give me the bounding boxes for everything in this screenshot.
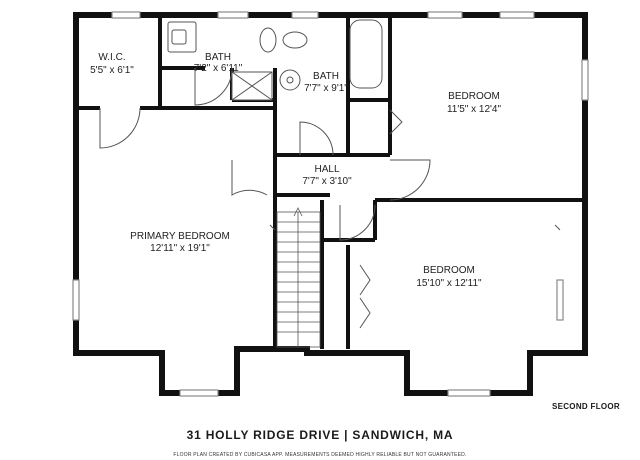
bath2-dims: 7'7" x 9'1" xyxy=(304,83,348,94)
wic-dims: 5'5" x 6'1" xyxy=(90,65,134,76)
bedroom-se-dims: 15'10" x 12'11" xyxy=(416,278,482,289)
bedroom-ne-dims: 11'5" x 12'4" xyxy=(447,104,502,115)
bedroom-ne-label: BEDROOM xyxy=(448,91,500,102)
bath1-dims: 7'2" x 6'11" xyxy=(194,63,243,74)
floor-plan: W.I.C. 5'5" x 6'1" BATH 7'2" x 6'11" BAT… xyxy=(72,11,589,397)
hall-label: HALL xyxy=(314,164,339,175)
primary-bedroom-dims: 12'11" x 19'1" xyxy=(150,243,210,254)
address-title: 31 HOLLY RIDGE DRIVE | SANDWICH, MA xyxy=(186,428,454,442)
stairs xyxy=(276,207,321,348)
disclaimer-text: FLOOR PLAN CREATED BY CUBICASA APP. MEAS… xyxy=(173,452,467,458)
wic-label: W.I.C. xyxy=(98,52,125,63)
hall-dims: 7'7" x 3'10" xyxy=(302,176,352,187)
bedroom-se-label: BEDROOM xyxy=(423,265,475,276)
windows xyxy=(72,11,589,397)
exterior-walls xyxy=(73,12,588,396)
fixtures xyxy=(167,19,383,101)
doors xyxy=(99,67,561,329)
floor-label: SECOND FLOOR xyxy=(551,402,620,411)
bath2-label: BATH xyxy=(313,71,339,82)
primary-bedroom-label: PRIMARY BEDROOM xyxy=(130,231,230,242)
bath1-label: BATH xyxy=(205,52,231,63)
